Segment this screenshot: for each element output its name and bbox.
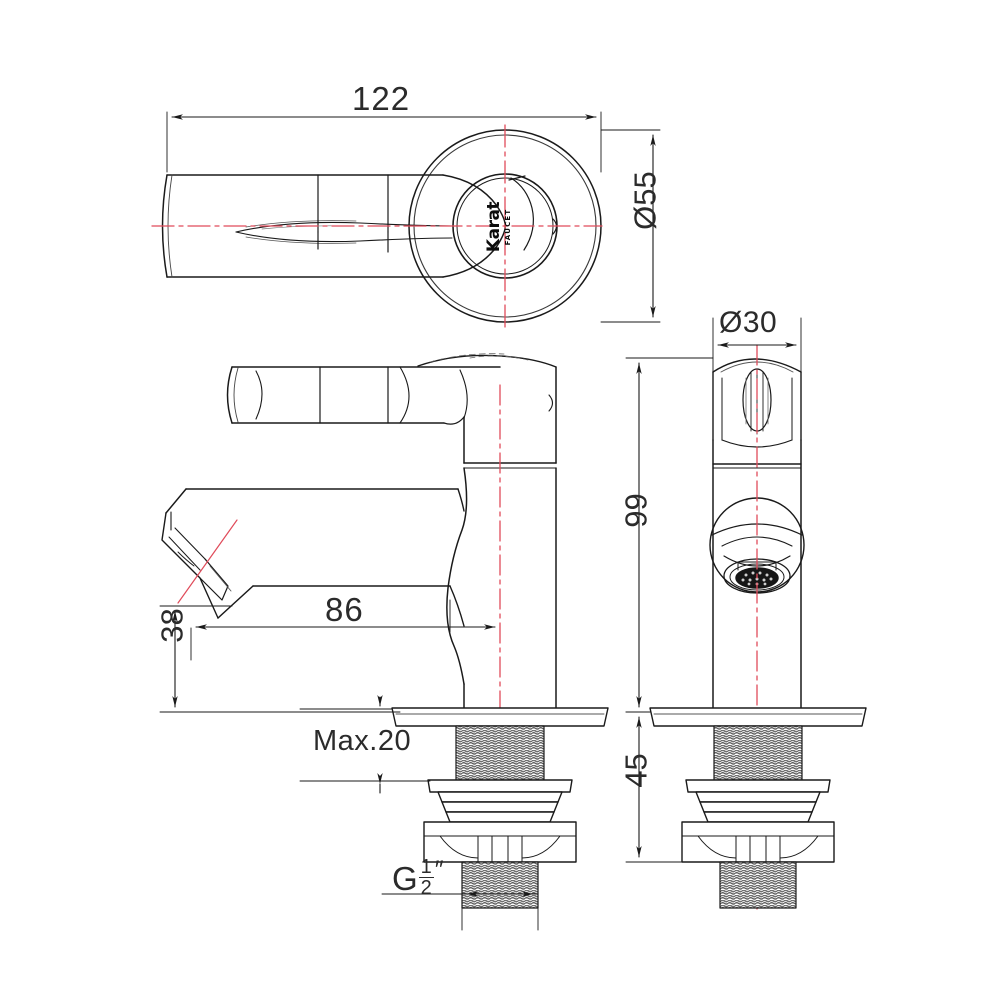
side-view-mounting	[391, 707, 609, 909]
top-view-centerline	[151, 124, 603, 331]
side-view-geometry	[161, 353, 557, 713]
dim-122	[166, 111, 602, 173]
dim-label-inlet-thread: G 1 2 ″	[392, 856, 444, 900]
brand-logo: Karat FAUCET	[464, 197, 534, 257]
brand-subtitle: FAUCET	[504, 208, 512, 246]
front-view-mounting	[649, 707, 867, 909]
dim-max20	[299, 695, 431, 794]
thread-numerator: 1	[420, 856, 432, 878]
dim-label-max-deck: Max.20	[313, 725, 412, 757]
dim-label-cap-diameter: Ø55	[627, 171, 663, 230]
brand-name: Karat	[484, 201, 504, 253]
dim-86	[190, 599, 496, 661]
thread-inch-mark: ″	[434, 856, 444, 884]
dim-label-overall-length: 122	[352, 80, 411, 117]
thread-fraction: 1 2	[418, 856, 434, 900]
dim-label-overall-height: 99	[618, 493, 654, 528]
dim-45	[625, 711, 683, 863]
spout-outlet-axis	[177, 519, 238, 604]
thread-letter: G	[392, 859, 418, 897]
dim-label-spout-height: 38	[154, 608, 190, 643]
dim-d30	[712, 317, 802, 373]
dim-d55	[600, 129, 661, 323]
thread-denominator: 2	[418, 877, 434, 900]
dim-gthread	[381, 885, 539, 931]
dim-38	[159, 605, 401, 713]
dim-label-shank-length: 45	[618, 753, 654, 788]
dim-label-body-diameter: Ø30	[719, 306, 778, 339]
dim-label-spout-reach: 86	[325, 591, 364, 628]
